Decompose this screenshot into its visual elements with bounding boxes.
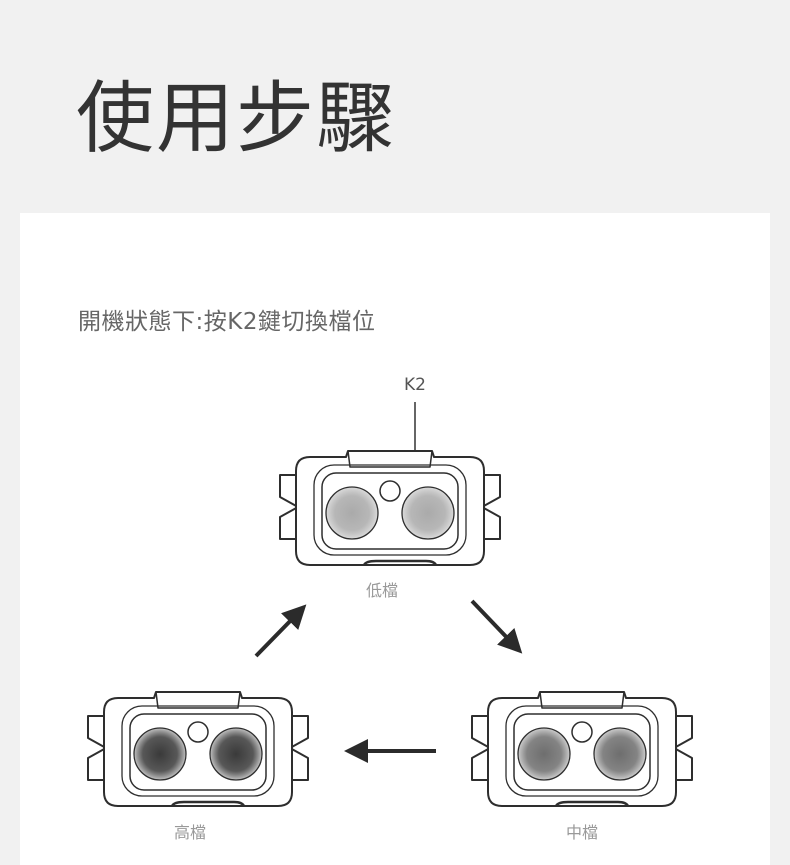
lens-right [593,727,647,781]
bezel-inner [513,713,651,791]
arrow-low-to-mid [470,599,523,654]
mode-label-low: 低檔 [365,581,398,600]
bezel-outer [505,705,659,797]
lens-right [209,727,263,781]
instruction-text: 開機狀態下:按K2鍵切換檔位 [78,309,376,335]
bezel-inner [321,472,459,550]
device-mid-mode [471,691,693,807]
sensor-icon [571,721,593,743]
bezel-inner [129,713,267,791]
sensor-icon [379,480,401,502]
mode-label-high: 高檔 [173,823,206,842]
bezel-outer [121,705,275,797]
top-button [539,691,625,709]
arrow-high-to-low [254,604,307,658]
device-low-mode [279,450,501,566]
lens-left [133,727,187,781]
lens-right [401,486,455,540]
page-title: 使用步驟 [76,74,397,164]
bottom-tab [170,800,246,807]
lens-left [517,727,571,781]
sensor-icon [187,721,209,743]
bezel-outer [313,464,467,556]
bottom-tab [554,800,630,807]
mode-label-mid: 中檔 [565,823,598,842]
device-high-mode [87,691,309,807]
top-button [347,450,433,468]
lens-left [325,486,379,540]
k2-button-label: K2 [404,375,426,395]
bottom-tab [362,559,438,566]
top-button [155,691,241,709]
